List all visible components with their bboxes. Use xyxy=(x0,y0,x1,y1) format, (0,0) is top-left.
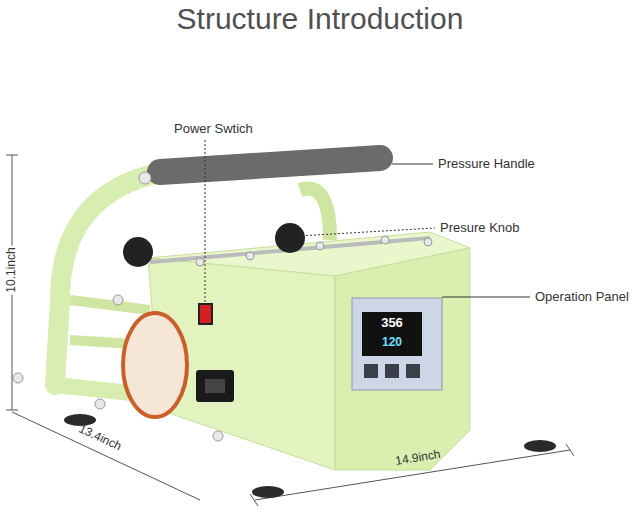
body-front xyxy=(335,248,470,470)
arm xyxy=(300,189,330,240)
dimension-lines xyxy=(6,155,574,506)
panel-buttons xyxy=(364,364,420,378)
title: Structure Introduction xyxy=(177,2,464,35)
power-socket xyxy=(196,370,234,402)
feet xyxy=(64,414,556,498)
dimension: 10.1inch xyxy=(5,245,18,294)
pressure-knob xyxy=(123,237,153,267)
power-switch xyxy=(199,304,212,324)
dimension: 13.4inch xyxy=(77,422,124,453)
part-name: Operation Panel xyxy=(535,290,629,304)
part-name: Pressure Handle xyxy=(438,157,535,171)
display-reading: 356 xyxy=(381,316,403,330)
bolt xyxy=(139,172,151,184)
part-name: Presure Knob xyxy=(440,221,520,235)
power-socket xyxy=(205,379,225,393)
part-name: Power Swtich xyxy=(174,122,253,136)
display-reading: 120 xyxy=(382,336,402,349)
heating-element xyxy=(123,313,187,417)
bolts xyxy=(13,236,432,441)
pressure-handle xyxy=(160,158,380,172)
pressure-knob xyxy=(275,223,305,253)
operation-panel xyxy=(352,298,442,390)
display xyxy=(362,312,422,356)
